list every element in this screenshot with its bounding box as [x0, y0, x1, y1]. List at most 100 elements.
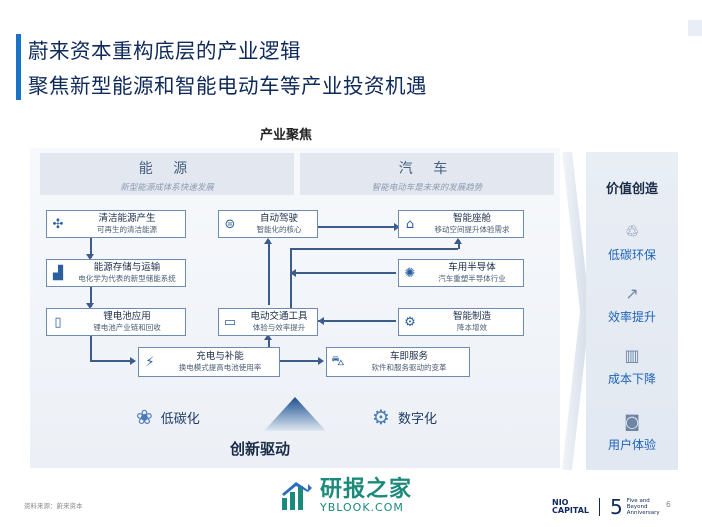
connector-line: [458, 240, 460, 249]
driver-low-carbon-label: 低碳化: [160, 411, 200, 427]
vr-headset-icon: ◙: [624, 412, 640, 431]
value-item-user-experience: ◙ 用户体验: [586, 412, 678, 453]
arrow-right: [394, 223, 400, 231]
category-energy-subtitle: 新型能源成体系快速发展: [120, 183, 214, 193]
node-subtitle: 电化学为代表的新型储能系统: [78, 274, 176, 284]
connector-line: [290, 248, 292, 320]
value-item-low-carbon: ♲ 低碳环保: [586, 222, 678, 263]
page-title-line-1: 蔚来资本重构底层的产业逻辑: [28, 39, 301, 63]
node-title: 清洁能源产生: [98, 213, 156, 225]
driver-low-carbon: ❀ 低碳化: [136, 405, 200, 429]
node-charging: ⚡ 充电与补能换电模式提高电池使用率: [138, 347, 280, 377]
node-subtitle: 降本增效: [457, 323, 487, 333]
chip-icon: ✺: [404, 265, 416, 281]
connector-line: [90, 238, 92, 258]
arrow-down: [86, 303, 94, 309]
value-item-label: 低碳环保: [607, 248, 656, 262]
page-number: 6: [666, 500, 671, 509]
driver-digital: ⚙ 数字化: [372, 405, 437, 429]
logo-five: 5: [610, 495, 623, 519]
arrow-right: [130, 357, 136, 365]
node-smart-cabin: ⌂ 智能座舱移动空间提升体验需求: [398, 210, 524, 238]
logo-sub-3: Anniversary: [626, 510, 660, 517]
arrow-right: [318, 357, 324, 365]
trend-up-icon: ↗: [625, 284, 639, 303]
node-subtitle: 体验与效率提升: [252, 323, 306, 333]
connector-line: [290, 272, 396, 274]
node-vehicle-as-service: ⛍ 车即服务软件和服务驱动的变革: [326, 347, 470, 377]
node-title: 智能制造: [452, 311, 491, 323]
logo-sub-1: Five and: [626, 497, 650, 504]
watermark-en: YBLOOK.COM: [320, 500, 404, 514]
connector-line: [318, 320, 396, 322]
page-title-line-2: 聚焦新型能源和智能电动车等产业投资机遇: [28, 74, 427, 98]
innovation-driven-label: 创新驱动: [230, 440, 291, 458]
chevron-right-icon: [562, 152, 590, 470]
category-energy: 能 源 新型能源成体系快速发展: [40, 153, 294, 195]
node-subtitle: 汽车重塑半导体行业: [438, 274, 506, 284]
node-title: 锂电池应用: [103, 311, 151, 323]
arrow-up: [264, 238, 272, 244]
charging-station-icon: ⚡: [145, 354, 155, 370]
connector-line: [90, 336, 92, 360]
logo-capital: CAPITAL: [552, 506, 590, 515]
driver-digital-label: 数字化: [397, 411, 437, 427]
node-subtitle: 移动空间提升体验需求: [434, 225, 510, 235]
leaf-icon: ❀: [136, 405, 153, 429]
watermark-logo-icon: [282, 482, 312, 510]
industry-focus-label: 产业聚焦: [260, 128, 313, 143]
value-item-label: 效率提升: [607, 310, 656, 324]
category-auto: 汽 车 智能电动车是未来的发展趋势: [300, 153, 554, 195]
node-clean-energy: ✣ 清洁能源产生可再生的清洁能源: [46, 210, 186, 238]
node-title: 电动交通工具: [250, 311, 308, 323]
corner-decoration: [688, 20, 702, 36]
connector-line: [280, 360, 320, 362]
battery-icon: ▯: [54, 314, 62, 330]
bus-icon: ▭: [223, 314, 237, 330]
watermark: 研报之家 YBLOOK.COM: [278, 478, 412, 514]
logo-nio: NIO: [552, 498, 569, 507]
node-subtitle: 可再生的清洁能源: [97, 225, 157, 235]
node-title: 车即服务: [389, 351, 428, 363]
arrow-left: [290, 269, 296, 277]
nio-capital-logo: NIO CAPITAL 5 Five and Beyond Anniversar…: [552, 497, 660, 517]
node-semiconductor: ✺ 车用半导体汽车重塑半导体行业: [398, 259, 524, 287]
arrow-up: [454, 238, 462, 244]
node-smart-manufacturing: ⚙ 智能制造降本增效: [398, 308, 524, 336]
gear-icon: ⚙: [372, 405, 390, 429]
node-electric-transport: ▭ 电动交通工具体验与效率提升: [218, 308, 318, 336]
node-title: 车用半导体: [448, 262, 496, 274]
node-energy-storage: ▟ 能源存储与运输电化学为代表的新型储能系统: [46, 259, 186, 287]
node-title: 自动驾驶: [259, 213, 298, 225]
connector-line: [90, 287, 92, 307]
node-autonomous-driving: ⊜ 自动驾驶智能化的核心: [218, 210, 318, 238]
node-subtitle: 智能化的核心: [256, 225, 302, 235]
node-subtitle: 软件和服务驱动的变革: [371, 363, 447, 373]
seat-icon: ⌂: [405, 216, 415, 232]
value-creation-panel: [586, 152, 678, 470]
logo-divider: [599, 498, 601, 516]
connector-line: [268, 240, 270, 305]
category-auto-title: 汽 车: [398, 161, 456, 177]
connector-line: [318, 226, 396, 228]
arrow-up: [264, 334, 272, 340]
arrow-down: [86, 254, 94, 260]
bar-chart-icon: ▥: [624, 346, 640, 365]
watermark-cn: 研报之家: [320, 476, 413, 502]
innovation-up-arrow-icon: [264, 397, 326, 431]
value-item-efficiency: ↗ 效率提升: [586, 284, 678, 325]
category-auto-subtitle: 智能电动车是未来的发展趋势: [371, 183, 483, 193]
manufacturing-icon: ⚙: [404, 314, 416, 330]
factory-icon: ▟: [53, 265, 63, 281]
source-note: 资料来源：蔚来资本: [24, 502, 83, 510]
node-subtitle: 换电模式提高电池使用率: [178, 363, 262, 373]
node-title: 能源存储与运输: [93, 262, 161, 274]
connector-line: [90, 360, 132, 362]
node-subtitle: 锂电池产业链和回收: [93, 323, 161, 333]
arrow-left: [318, 317, 324, 325]
node-title: 智能座舱: [452, 213, 491, 225]
recycle-icon: ♲: [624, 222, 640, 241]
logo-sub-2: Beyond: [626, 503, 648, 510]
node-battery: ▯ 锂电池应用锂电池产业链和回收: [46, 308, 186, 336]
value-item-cost: ▥ 成本下降: [586, 346, 678, 387]
